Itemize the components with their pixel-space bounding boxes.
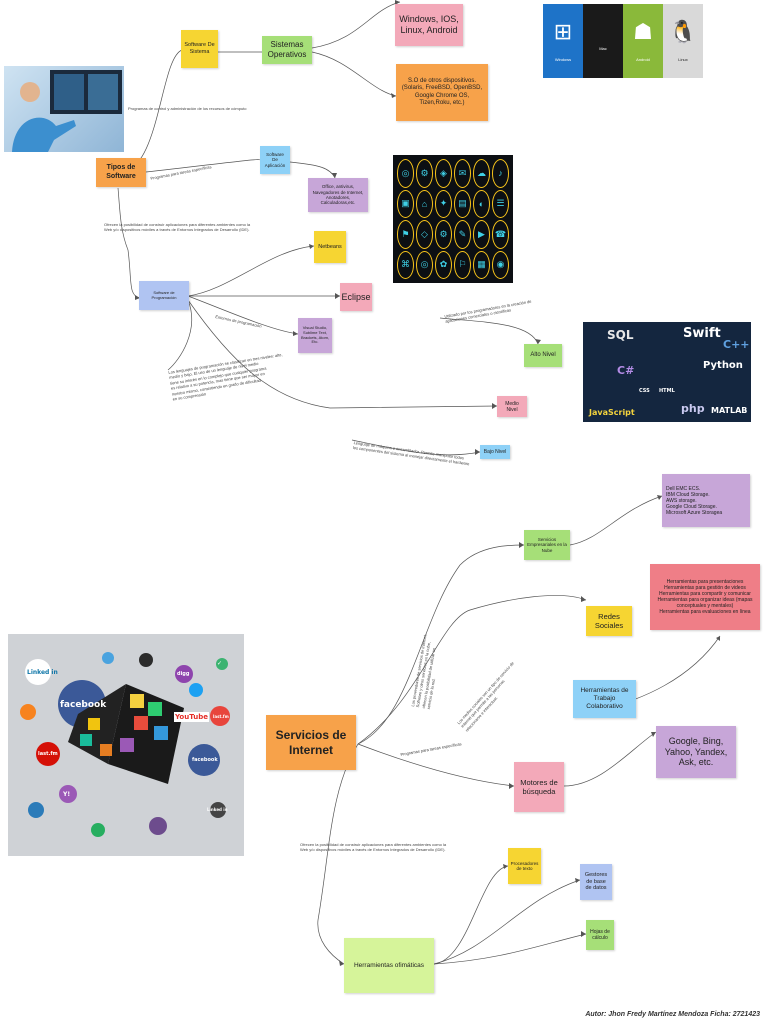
application-icons-grid: ◎⚙ ◈✉ ☁♪ ▣⌂ ✦▤ ◐☰ ⚑◇ ⚙✎ ▶☎ ⌘◎ ✿⚐ ▦◉ [393,155,513,283]
stumbleupon-badge: ✓ [217,660,223,667]
facebook-badge: facebook [60,700,107,710]
app-icon: ✎ [454,220,471,249]
app-icon: ☎ [492,220,509,249]
app-icon: ⚑ [397,220,414,249]
software-de-programacion-node: Software de Programación [139,281,189,310]
social-media-cube-illustration: Linked in facebook YouTube facebook last… [8,634,244,856]
procesadores-de-texto-node: Procesadores de texto [508,848,541,884]
herramientas-lista-node: Herramientas para presentaciones Herrami… [650,564,760,630]
cpp-logo: C++ [723,338,750,351]
app-icon: ⚙ [416,159,433,188]
app-icon: ⚐ [454,250,471,279]
swift-logo: Swift [683,326,721,341]
software-de-aplicacion-node: Software De Aplicación [260,146,290,174]
android-logo-icon: ☗Android [623,4,663,78]
app-icon: ▶ [473,220,490,249]
app-icon: ◐ [473,189,490,218]
netbeans-node: Netbeans [314,231,346,263]
alto-nivel-node: Alto Nivel [524,344,562,367]
linkedin-badge-small: Linked in [207,807,228,812]
herramientas-ofimaticas-node: Herramientas ofimáticas [344,938,434,993]
yahoo-badge: Y! [63,791,71,798]
css-logo: CSS [639,388,650,394]
buscadores-ejemplos-node: Google, Bing, Yahoo, Yandex, Ask, etc. [656,726,736,778]
app-icon: ☁ [473,159,490,188]
app-icon: ▦ [473,250,490,279]
note-ofimatica: Ofrecen la posibilidad de construir apli… [300,842,447,853]
app-icon: ◎ [397,159,414,188]
youtube-badge: YouTube [174,712,209,722]
python-logo: Python [703,360,743,371]
apple-logo-icon: Mac [583,4,623,78]
windows-logo-icon: ⊞Windows [543,4,583,78]
hojas-de-calculo-node: Hojas de cálculo [586,920,614,950]
app-icon: ✉ [454,159,471,188]
app-icon: ▣ [397,189,414,218]
windows-ios-linux-android-node: Windows, IOS, Linux, Android [395,4,463,46]
html-logo: HTML [659,388,675,394]
lastfm-badge-small: last.fm [213,714,229,719]
eclipse-node: Eclipse [340,283,372,311]
sql-logo: SQL [607,328,634,342]
note-programas-de-control: Programas de control y administración de… [128,106,247,111]
app-icon: ⌂ [416,189,433,218]
app-icon: ◎ [416,250,433,279]
app-icon: ◉ [492,250,509,279]
app-icon: ◇ [416,220,433,249]
linux-logo-icon: 🐧Linux [663,4,703,78]
nube-proveedores-node: Dell EMC ECS. IBM Cloud Storage. AWS sto… [662,474,750,527]
javascript-logo: JavaScript [589,408,635,417]
programming-languages-panel: SQL Swift C++ C# Python JavaScript CSS H… [583,322,751,422]
note-ide: Ofrecen la posibilidad de construir apli… [104,222,251,233]
bajo-nivel-node: Bajo Nivel [480,445,510,459]
php-logo: php [681,402,705,415]
sistemas-operativos-node: Sistemas Operativos [262,36,312,64]
gestores-base-de-datos-node: Gestores de base de datos [580,864,612,900]
app-icon: ✿ [435,250,452,279]
lastfm-badge: last.fm [38,751,58,757]
redes-sociales-node: Redes Sociales [586,606,632,636]
author-footer: Autor: Jhon Fredy Martínez Mendoza Ficha… [585,1011,760,1018]
app-icon: ✦ [435,189,452,218]
servicios-de-internet-node: Servicios de Internet [266,715,356,770]
aplicaciones-ejemplos-node: Office, antivirus, Navegadores de Intern… [308,178,368,212]
app-icon: ▤ [454,189,471,218]
editores-de-codigo-node: Visual Studio, Sublime Text, Brackets, A… [298,318,332,353]
servicios-nube-node: Servicios Empresariales en la Nube [524,530,570,560]
trabajo-colaborativo-node: Herramientas de Trabajo Colaborativo [573,680,636,718]
linkedin-badge: Linked in [27,669,58,676]
matlab-logo: MATLAB [711,406,748,415]
medio-nivel-node: Medio Nivel [497,396,527,417]
programmer-photo [4,66,124,152]
tipos-de-software-node: Tipos de Software [96,158,146,187]
app-icon: ♪ [492,159,509,188]
csharp-logo: C# [617,364,635,377]
app-icon: ⚙ [435,220,452,249]
app-icon: ☰ [492,189,509,218]
digg-badge: digg [177,671,190,677]
otros-sistemas-operativos-node: S.O de otros dispositivos. (Solaris, Fre… [396,64,488,121]
facebook-badge-small: facebook [192,757,218,763]
app-icon: ⌘ [397,250,414,279]
motores-de-busqueda-node: Motores de búsqueda [514,762,564,812]
app-icon: ◈ [435,159,452,188]
software-de-sistema-node: Software De Sistema [181,30,218,68]
